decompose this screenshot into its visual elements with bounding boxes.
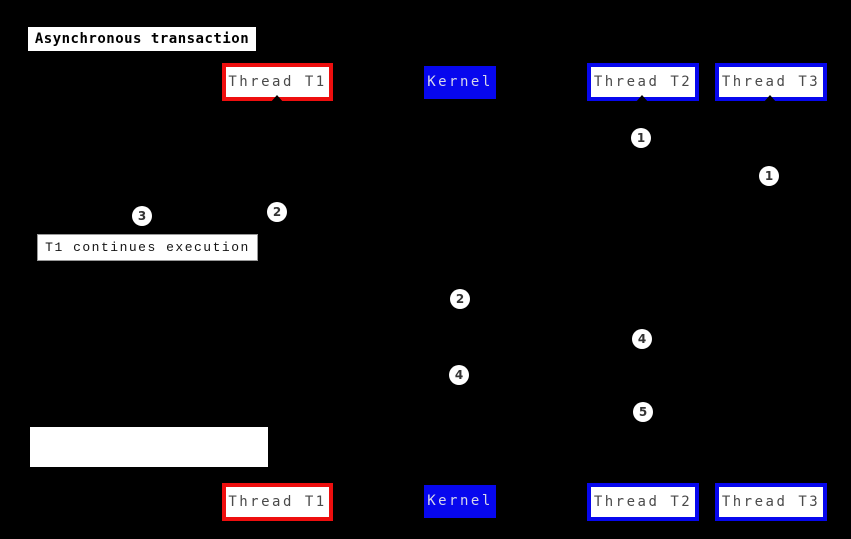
sequence-number-badge: 5 [633, 402, 653, 422]
note-t1-continues-execution: T1 continues execution [37, 234, 258, 261]
lifeline-arrowhead-t1-top [270, 95, 284, 103]
diagram-title: Asynchronous transaction [28, 27, 256, 51]
blank-note-box [30, 427, 268, 467]
sequence-number-badge: 4 [632, 329, 652, 349]
lifeline-arrowhead-t2-top [635, 95, 649, 103]
sequence-number-badge: 2 [450, 289, 470, 309]
lifeline-arrowhead-t2-bottom [635, 478, 649, 486]
sequence-number-badge: 2 [267, 202, 287, 222]
sequence-number-badge: 1 [631, 128, 651, 148]
actor-kernel-bottom: Kernel [424, 485, 496, 518]
lifeline-arrowhead-t3-bottom [763, 478, 777, 486]
lifeline-arrowhead-t1-bottom [270, 478, 284, 486]
sequence-number-badge: 1 [759, 166, 779, 186]
sequence-number-badge: 4 [449, 365, 469, 385]
actor-kernel-top: Kernel [424, 66, 496, 99]
actor-thread-t3-top: Thread T3 [715, 63, 827, 101]
lifeline-arrowhead-t3-top [763, 95, 777, 103]
actor-thread-t2-bottom: Thread T2 [587, 483, 699, 521]
sequence-number-badge: 3 [132, 206, 152, 226]
actor-thread-t1-bottom: Thread T1 [222, 483, 333, 521]
actor-thread-t3-bottom: Thread T3 [715, 483, 827, 521]
